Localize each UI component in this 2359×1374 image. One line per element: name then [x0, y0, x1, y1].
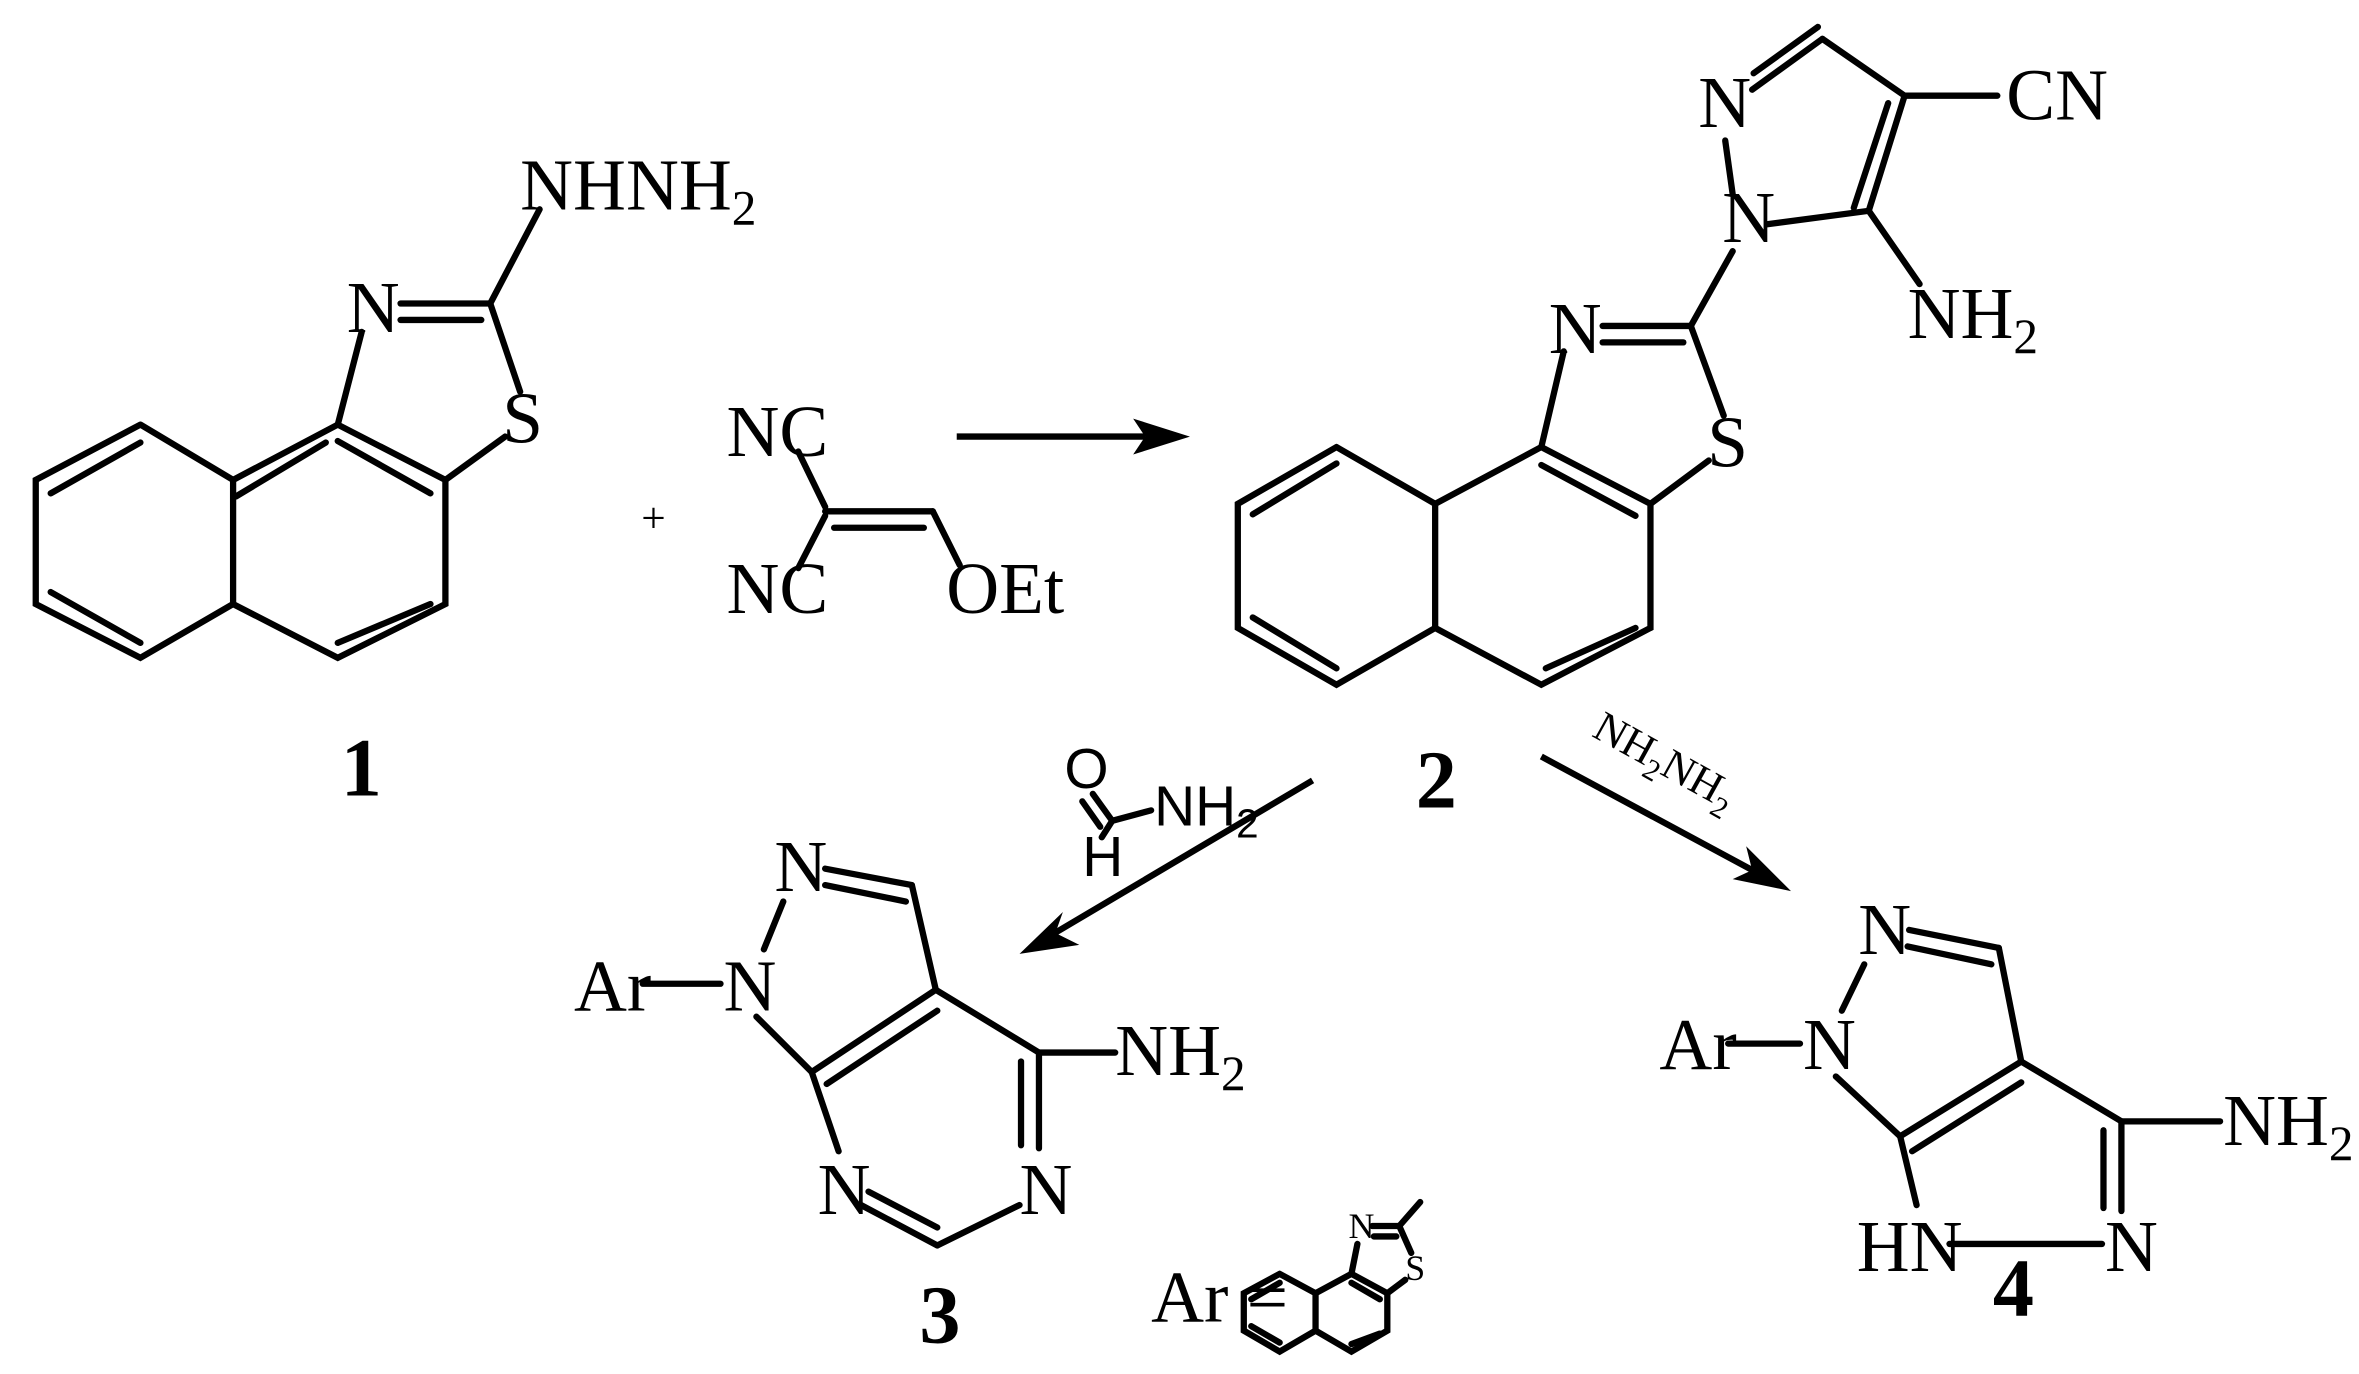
c4-amino: NH2 [2223, 1080, 2353, 1171]
c2-nitrile: CN [2006, 55, 2108, 136]
reaction-arrow-to-4 [1539, 753, 1791, 892]
c3-n-left: N [818, 1149, 871, 1230]
c3-amino-main: NH [1115, 1010, 1221, 1091]
c3-amino: NH2 [1115, 1010, 1245, 1101]
c1-s-atom: S [502, 378, 543, 459]
compound-4-number: 4 [1993, 1243, 2034, 1334]
c4-amino-sub: 2 [2329, 1116, 2354, 1171]
c3-ar: Ar [574, 946, 651, 1027]
c1-hydrazinyl-label: NHNH2 [520, 144, 756, 235]
formamide-amine-sub: 2 [1236, 800, 1258, 846]
c3-n2: N [774, 826, 827, 907]
formamide-oxygen: O [1064, 738, 1108, 801]
c1-n-atom: N [347, 267, 400, 348]
compound-3: Ar N N NH2 N N 3 [574, 826, 1246, 1361]
c4-n2: N [1858, 889, 1911, 970]
plus-sign: + [641, 494, 665, 542]
c2-thiazole-s: S [1707, 401, 1748, 482]
compound-2-number: 2 [1416, 734, 1457, 825]
hydrazine-reagent: NH2NH2 [1582, 702, 1745, 826]
reagent-oet: OEt [946, 548, 1064, 629]
reagent-nc-bottom: NC [726, 548, 828, 629]
ar-definition-s: S [1405, 1248, 1425, 1288]
compound-3-number: 3 [919, 1270, 960, 1361]
compound-2: N S N N CN NH2 2 [1234, 23, 2108, 825]
ethoxymethylene-malononitrile: NC NC OEt [726, 391, 1064, 629]
c4-n1: N [1803, 1004, 1856, 1085]
c4-hn: HN [1857, 1206, 1963, 1287]
c2-thiazole-n: N [1549, 288, 1602, 369]
c4-ar: Ar [1659, 1004, 1736, 1085]
c1-hydrazinyl-sub: 2 [732, 180, 757, 235]
c3-n1: N [723, 946, 776, 1027]
c4-n-right: N [2105, 1206, 2158, 1287]
compound-4: Ar N N NH2 N HN 4 [1659, 889, 2353, 1334]
ar-definition: Ar = N S [1151, 1198, 1425, 1356]
c2-pyrazole-n2: N [1698, 62, 1751, 143]
c2-amino-sub: 2 [2013, 309, 2038, 364]
formamide-hydrogen: H [1082, 826, 1123, 889]
c2-amino-main: NH [1908, 273, 2014, 354]
c2-amino: NH2 [1908, 273, 2038, 364]
formamide-amine: NH2 [1154, 775, 1259, 846]
compound-1: N S NHNH2 1 [32, 144, 756, 813]
c3-amino-sub: 2 [1221, 1046, 1246, 1101]
ar-definition-label: Ar = [1151, 1257, 1288, 1338]
formamide-amine-main: NH [1154, 775, 1236, 838]
c4-amino-main: NH [2223, 1080, 2329, 1161]
compound-1-number: 1 [341, 722, 382, 813]
reaction-arrow-1 [956, 418, 1190, 455]
reaction-arrow-to-3 [1019, 777, 1315, 954]
c1-hydrazinyl-main: NHNH [520, 144, 732, 225]
reagent-nc-top: NC [726, 391, 828, 472]
formamide-reagent: O H NH2 [1064, 738, 1258, 889]
c3-n-right: N [1020, 1149, 1073, 1230]
